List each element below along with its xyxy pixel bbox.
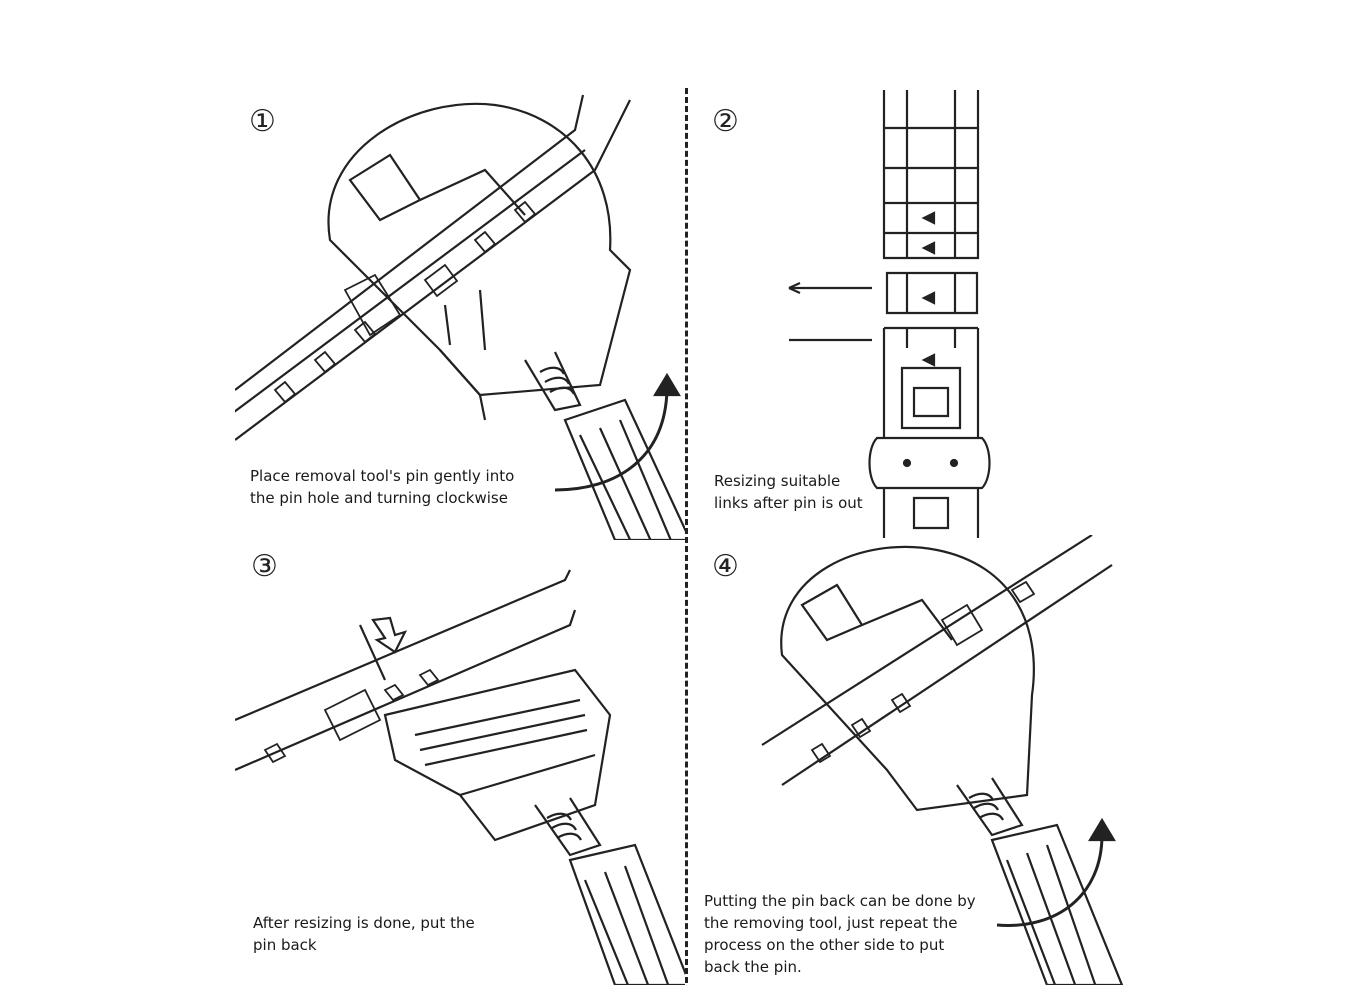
caption-line: Place removal tool's pin gently into <box>250 467 515 485</box>
caption-line: process on the other side to put <box>704 936 945 954</box>
panel-step-1: ① <box>235 90 685 540</box>
watch-band-icon <box>788 90 991 538</box>
pin-removal-tool-icon <box>235 94 685 540</box>
caption-line: the pin hole and turning clockwise <box>250 489 508 507</box>
caption-line: pin back <box>253 936 317 954</box>
caption-line: links after pin is out <box>714 494 863 512</box>
link-arrow-icon <box>788 281 872 342</box>
step-number-2: ② <box>712 104 739 139</box>
step-number-3: ③ <box>251 549 278 584</box>
step-number-1: ① <box>249 104 276 139</box>
caption-line: After resizing is done, put the <box>253 914 475 932</box>
panel-step-3: ③ <box>235 540 685 985</box>
panel-step-2: ② <box>692 88 1132 538</box>
caption-step-4: Putting the pin back can be done by the … <box>704 890 976 978</box>
dashed-divider <box>685 88 688 983</box>
panel-step-4: ④ <box>692 535 1132 985</box>
caption-step-1: Place removal tool's pin gently into the… <box>250 465 514 509</box>
pin-removal-tool-icon <box>235 569 685 985</box>
step-number-4: ④ <box>712 549 739 584</box>
caption-step-2: Resizing suitable links after pin is out <box>714 470 863 514</box>
caption-line: back the pin. <box>704 958 802 976</box>
pin-removal-tool-icon <box>761 535 1124 985</box>
caption-step-3: After resizing is done, put the pin back <box>253 912 475 956</box>
caption-line: the removing tool, just repeat the <box>704 914 958 932</box>
caption-line: Resizing suitable <box>714 472 841 490</box>
down-arrow-icon <box>358 616 408 681</box>
caption-line: Putting the pin back can be done by <box>704 892 976 910</box>
